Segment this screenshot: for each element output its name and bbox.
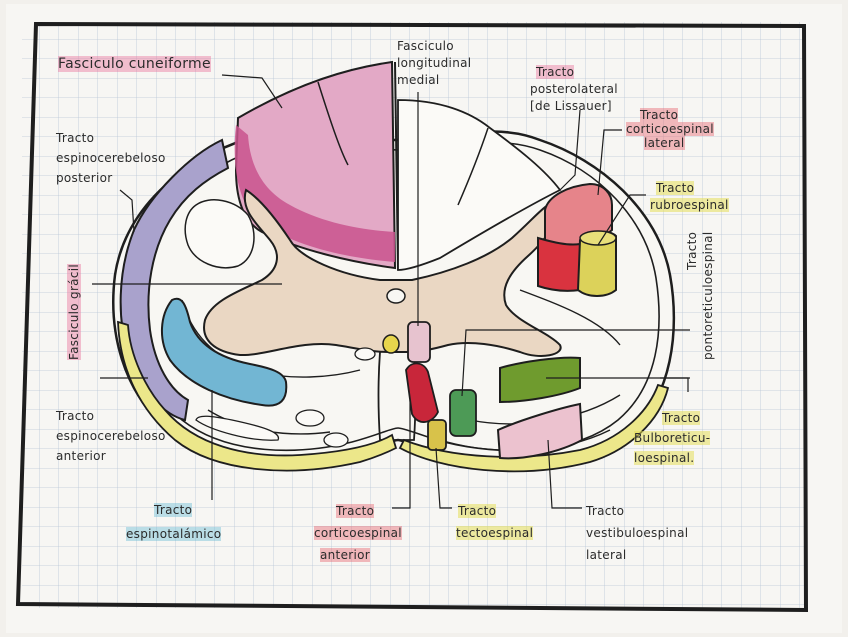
spinothalamic-tract — [160, 297, 288, 407]
left-small-oval-2 — [323, 432, 349, 448]
label-tracto-espinocerebeloso-posterior: Tracto espinocerebeloso posterior — [56, 128, 166, 188]
label-fasciculo-longitudinal: Fasciculo longitudinal medial — [397, 38, 471, 89]
leader-cuneiform — [221, 74, 283, 109]
leader-corticospinal-lateral — [597, 129, 622, 196]
lateral-corticospinal-tract — [537, 236, 581, 292]
label-line: longitudinal — [397, 56, 472, 70]
label-tracto-posterolateral: Tracto posterolateral [de Lissauer] — [530, 64, 618, 115]
label-line: posterior — [56, 171, 113, 185]
label-text: Fasciculo grácil — [67, 263, 81, 360]
label-line: Bulboreticu- — [634, 431, 711, 445]
tectospinal-tract — [427, 419, 447, 451]
central-canal — [386, 288, 406, 304]
label-tracto-tectoespinal: Tracto tectoespinal — [456, 500, 534, 544]
label-line: vestibuloespinal — [586, 526, 689, 540]
label-line: Tracto — [336, 504, 375, 518]
leader-tectospinal — [435, 447, 452, 509]
label-line: Fasciculo — [397, 39, 454, 53]
right-posterior-column — [397, 99, 562, 271]
label-line: espinocerebeloso — [56, 429, 166, 443]
label-fasciculo-cuneiforme: Fasciculo cuneiforme — [58, 56, 211, 73]
label-fasciculo-gracil: Fasciculo grácil — [66, 263, 83, 360]
label-line: Tracto — [536, 65, 575, 79]
leader-pontoreticulospinal — [461, 329, 690, 397]
label-line: corticoespinal — [626, 122, 714, 136]
label-tracto-rubroespinal: Tracto rubroespinal — [650, 180, 729, 214]
label-line: espinotalámico — [126, 527, 222, 541]
leader-rubrospinal — [597, 194, 646, 246]
label-line: Tracto — [640, 108, 679, 122]
leader-posterior-spinocerebellar — [119, 189, 135, 233]
label-line: medial — [397, 73, 440, 87]
leader-posterolateral — [559, 109, 581, 191]
left-small-oval-3 — [354, 347, 376, 361]
label-line: Tracto — [458, 504, 497, 518]
right-posterior-septum — [457, 127, 489, 206]
vestibulospinal-tract — [496, 402, 584, 460]
label-line: pontoreticuloespinal — [701, 231, 715, 360]
label-line: corticoespinal — [314, 526, 402, 540]
label-line: Tracto — [685, 231, 699, 270]
cuneiform-septum — [317, 81, 349, 166]
label-line: lateral — [644, 136, 685, 150]
label-line: Tracto — [56, 131, 95, 145]
pontoreticulospinal-tract — [499, 356, 581, 404]
label-line: anterior — [56, 449, 106, 463]
label-line: Tracto — [662, 411, 701, 425]
leader-anterior-corticospinal — [392, 400, 411, 509]
label-line: rubroespinal — [650, 198, 729, 212]
leader-bulboreticulospinal — [660, 377, 689, 392]
leader-lines — [92, 74, 690, 509]
anterior-corticospinal-tract — [405, 362, 439, 423]
label-line: espinocerebeloso — [56, 151, 166, 165]
label-tracto-pontoreticuloespinal: Tracto pontoreticuloespinal — [684, 232, 716, 360]
page-frame — [15, 21, 809, 613]
label-tracto-vestibuloespinal-lateral: Tracto vestibuloespinal lateral — [586, 500, 688, 566]
yellow-small-tract — [382, 334, 400, 354]
medial-longitudinal-tract — [407, 321, 431, 363]
label-tracto-bulboreticuloespinal: Tracto Bulboreticu- loespinal. — [634, 408, 711, 468]
label-line: Tracto — [656, 181, 695, 195]
label-line: loespinal. — [634, 451, 695, 465]
rubrospinal-top — [579, 230, 617, 246]
label-text: Fasciculo cuneiforme — [58, 56, 211, 72]
gray-matter — [203, 188, 562, 357]
label-line: Tracto — [586, 504, 625, 518]
left-anterior-oval — [195, 415, 279, 441]
label-line: Tracto — [154, 503, 193, 517]
label-line: lateral — [586, 548, 627, 562]
label-tracto-corticoespinal-anterior: Tracto corticoespinal anterior — [314, 500, 402, 566]
leader-vestibulospinal — [547, 439, 582, 509]
left-dorsal-blob — [184, 199, 255, 269]
anterior-spinocerebellar-rim — [117, 320, 398, 472]
label-tracto-espinotalamico: Tracto espinotalámico — [126, 498, 222, 546]
label-line: anterior — [320, 548, 370, 562]
label-line: tectoespinal — [456, 526, 534, 540]
right-lateral-channel — [519, 289, 621, 346]
label-tracto-espinocerebeloso-anterior: Tracto espinocerebeloso anterior — [56, 406, 166, 466]
label-line: posterolateral — [530, 82, 618, 96]
left-small-oval-1 — [295, 409, 325, 427]
label-line: Tracto — [56, 409, 95, 423]
label-tracto-corticoespinal-lateral: Tracto corticoespinal lateral — [626, 108, 714, 150]
label-line: [de Lissauer] — [530, 99, 612, 113]
green-small-tract — [449, 389, 477, 437]
